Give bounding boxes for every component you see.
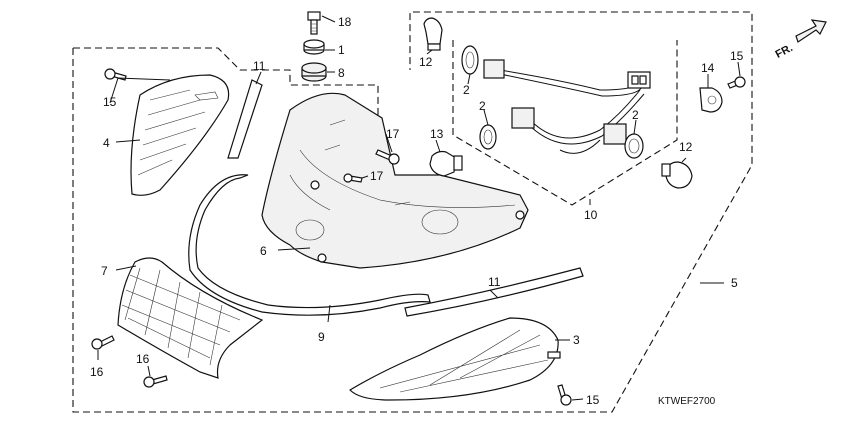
callout-11-upper: 11 xyxy=(253,59,266,73)
diagram-code: KTWEF2700 xyxy=(658,396,716,407)
callout-12-top: 12 xyxy=(419,55,433,69)
part-4-side-lens-left xyxy=(130,74,230,196)
callout-15-top-left: 15 xyxy=(103,95,117,109)
part-11-seal-strip-lower xyxy=(404,267,584,317)
part-12-bulb-right xyxy=(661,161,693,189)
callout-15-top-right: 15 xyxy=(730,49,744,63)
callout-5: 5 xyxy=(731,276,738,290)
callout-2-top: 2 xyxy=(463,83,470,97)
callout-15-bottom-right: 15 xyxy=(586,393,600,407)
part-17-screw-lower xyxy=(343,173,363,183)
front-direction-label: FR. xyxy=(774,42,795,61)
leader-lines xyxy=(97,15,741,401)
part-2-o-ring-middle xyxy=(479,124,497,150)
part-2-o-ring-right xyxy=(624,133,644,159)
callout-16-left: 16 xyxy=(90,365,104,379)
callout-17-upper: 17 xyxy=(386,127,400,141)
front-direction-arrow: FR. xyxy=(774,19,827,61)
assembly-boundary-harness xyxy=(452,40,678,206)
assembly-boundary-main xyxy=(72,11,753,413)
callout-3: 3 xyxy=(573,333,580,347)
callout-14: 14 xyxy=(701,61,715,75)
callout-13: 13 xyxy=(430,127,444,141)
part-11-seal-strip-upper xyxy=(227,79,263,159)
part-10-wire-harness xyxy=(483,59,651,154)
part-7-lens-lower-left xyxy=(117,257,264,379)
part-14-harness-clamp xyxy=(699,87,723,113)
part-15-screw-top-right xyxy=(727,76,746,89)
part-13-bulb xyxy=(429,150,463,177)
part-3-side-lens-right xyxy=(349,317,561,401)
part-17-screw-upper xyxy=(375,149,400,165)
callout-2-right: 2 xyxy=(632,108,639,122)
callout-8: 8 xyxy=(338,66,345,80)
part-2-o-ring-top xyxy=(461,45,479,75)
callout-7: 7 xyxy=(101,264,108,278)
callout-4: 4 xyxy=(103,136,110,150)
callout-16-bottom: 16 xyxy=(136,352,150,366)
part-6-light-housing xyxy=(261,92,529,269)
part-12-bulb-top xyxy=(423,17,443,51)
callout-17-lower: 17 xyxy=(370,169,384,183)
callout-12-right: 12 xyxy=(679,140,693,154)
part-15-screw-bottom-right xyxy=(557,384,572,406)
callout-1: 1 xyxy=(338,43,345,57)
callout-18: 18 xyxy=(338,15,352,29)
part-16-screw-bottom xyxy=(143,375,168,388)
part-18-bolt xyxy=(307,11,321,35)
part-16-screw-left xyxy=(91,335,115,350)
callout-labels: 18 1 8 11 15 4 17 17 6 7 9 5 10 11 3 15 … xyxy=(90,15,744,407)
callout-11-lower: 11 xyxy=(488,275,501,289)
part-8-grommet xyxy=(301,62,327,82)
part-1-collar xyxy=(303,39,325,55)
callout-6: 6 xyxy=(260,244,267,258)
part-9-gasket xyxy=(188,174,431,316)
callout-2-middle: 2 xyxy=(479,99,486,113)
callout-9: 9 xyxy=(318,330,325,344)
callout-10: 10 xyxy=(584,208,598,222)
